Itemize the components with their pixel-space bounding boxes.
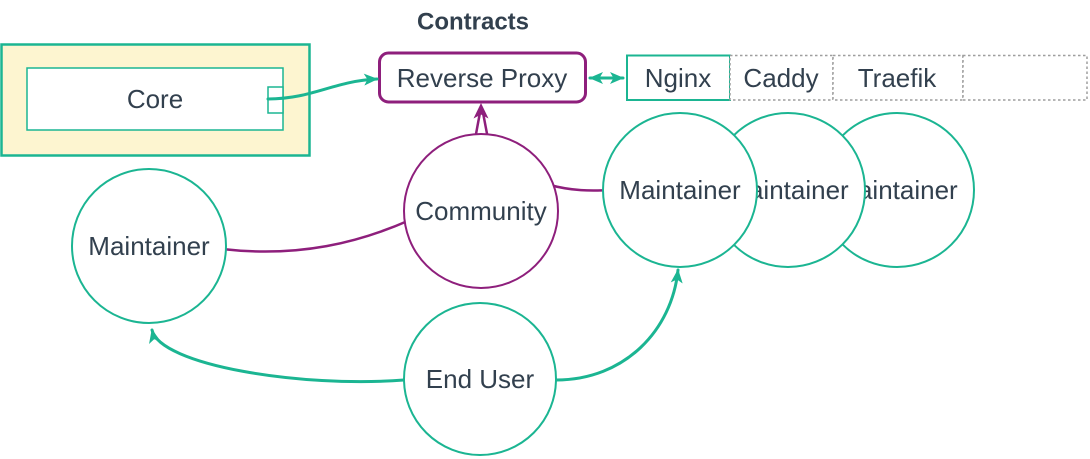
- caddy-node: [729, 54, 834, 101]
- caddy-label: Caddy: [743, 63, 818, 93]
- maintainer-left-label: Maintainer: [88, 231, 210, 261]
- edge-core-to-reverse-proxy: [266, 73, 379, 101]
- traefik-label: Traefik: [858, 63, 937, 93]
- arrowhead-icon: [473, 103, 489, 119]
- maintainer-right-node-1: [602, 112, 758, 268]
- edge-end-user-to-maintainer-right: [554, 268, 683, 382]
- empty-option-node: [962, 54, 1088, 101]
- nginx-label: Nginx: [645, 63, 711, 93]
- diagram-title: Contracts: [417, 9, 529, 36]
- edge-community-to-maintainer-left: [220, 218, 412, 253]
- core-node-label: Core: [127, 84, 183, 114]
- maintainer-left-node: [71, 168, 227, 324]
- community-node: [403, 133, 559, 289]
- maintainer-right-label-1: Maintainer: [619, 175, 741, 205]
- core-node: [26, 67, 284, 131]
- community-label: Community: [415, 196, 546, 226]
- end-user-node: [403, 302, 557, 456]
- reverse-proxy-node: [378, 51, 587, 104]
- reverse-proxy-label: Reverse Proxy: [397, 63, 568, 93]
- end-user-label: End User: [426, 364, 535, 394]
- edge-end-user-to-maintainer-left: [149, 328, 406, 384]
